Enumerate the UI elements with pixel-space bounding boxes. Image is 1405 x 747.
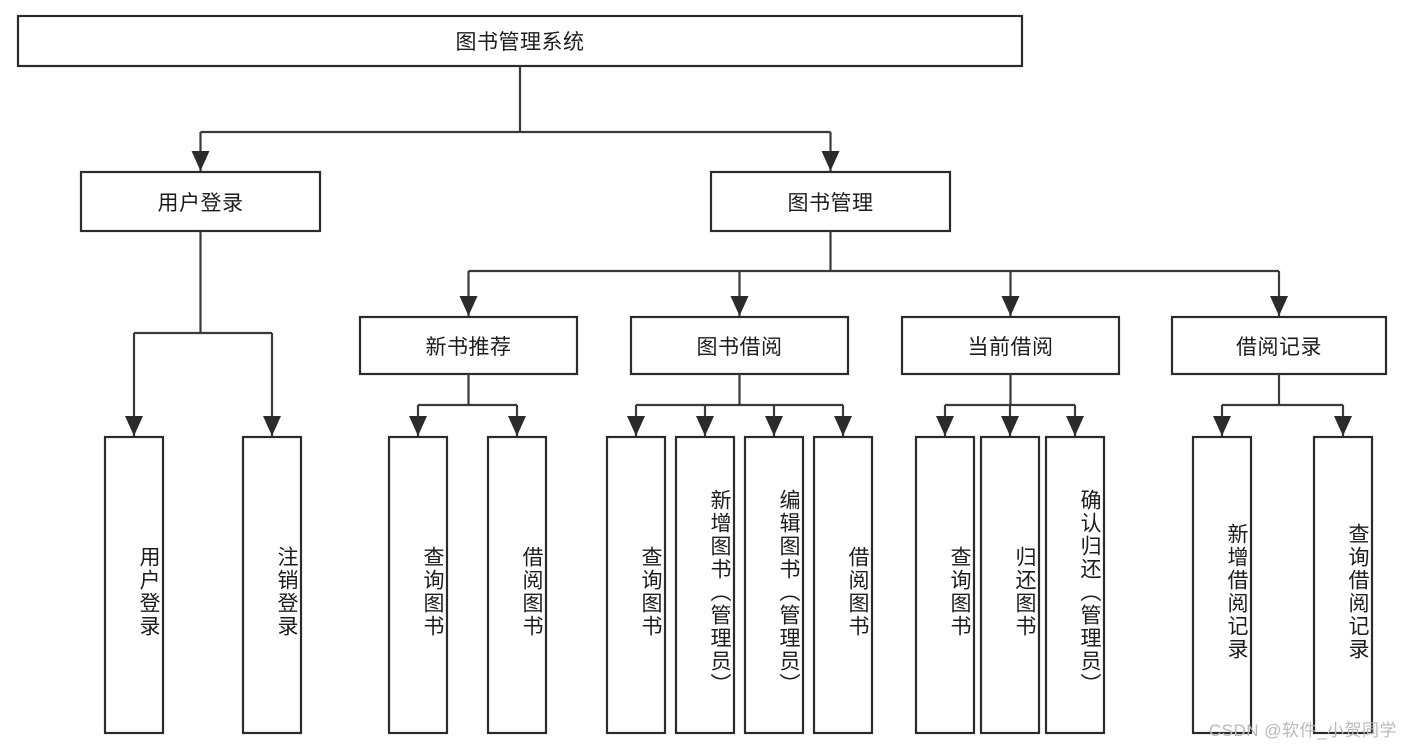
arrow-head-icon bbox=[1066, 416, 1084, 436]
arrow-head-icon bbox=[696, 416, 714, 436]
arrow-head-icon bbox=[765, 416, 783, 436]
arrow-head-icon bbox=[627, 416, 645, 436]
leaf-box[interactable] bbox=[486, 435, 548, 735]
leaf-box[interactable] bbox=[387, 435, 449, 735]
arrow-head-icon bbox=[936, 416, 954, 436]
arrow-head-icon bbox=[508, 416, 526, 436]
arrow-head-icon bbox=[821, 151, 840, 171]
leaf-box[interactable] bbox=[743, 435, 805, 735]
leaf-box[interactable] bbox=[605, 435, 667, 735]
arrow-head-icon bbox=[834, 416, 852, 436]
branch-box[interactable] bbox=[709, 170, 952, 233]
leaf-box[interactable] bbox=[1191, 435, 1253, 735]
leaf-box[interactable] bbox=[979, 435, 1041, 735]
leaf-box[interactable] bbox=[1044, 435, 1106, 735]
arrow-head-icon bbox=[1213, 416, 1231, 436]
arrow-head-icon bbox=[263, 416, 281, 436]
category-box[interactable] bbox=[1170, 315, 1388, 376]
arrow-head-icon bbox=[730, 296, 749, 316]
leaf-box[interactable] bbox=[241, 435, 303, 735]
leaf-box[interactable] bbox=[914, 435, 976, 735]
connectors-layer bbox=[125, 66, 1352, 436]
node-boxes-layer bbox=[16, 14, 1388, 735]
category-box[interactable] bbox=[629, 315, 850, 376]
arrow-head-icon bbox=[191, 151, 210, 171]
arrow-head-icon bbox=[459, 296, 478, 316]
leaf-box[interactable] bbox=[1312, 435, 1374, 735]
category-box[interactable] bbox=[358, 315, 579, 376]
arrow-head-icon bbox=[1001, 296, 1020, 316]
arrow-head-icon bbox=[1001, 416, 1019, 436]
arrow-head-icon bbox=[409, 416, 427, 436]
arrow-head-icon bbox=[1334, 416, 1352, 436]
leaf-box[interactable] bbox=[674, 435, 736, 735]
branch-box[interactable] bbox=[79, 170, 322, 233]
arrow-head-icon bbox=[1270, 296, 1288, 316]
root-box[interactable] bbox=[16, 14, 1024, 68]
arrow-head-icon bbox=[125, 416, 143, 436]
leaf-box[interactable] bbox=[103, 435, 165, 735]
category-box[interactable] bbox=[900, 315, 1121, 376]
leaf-box[interactable] bbox=[812, 435, 874, 735]
